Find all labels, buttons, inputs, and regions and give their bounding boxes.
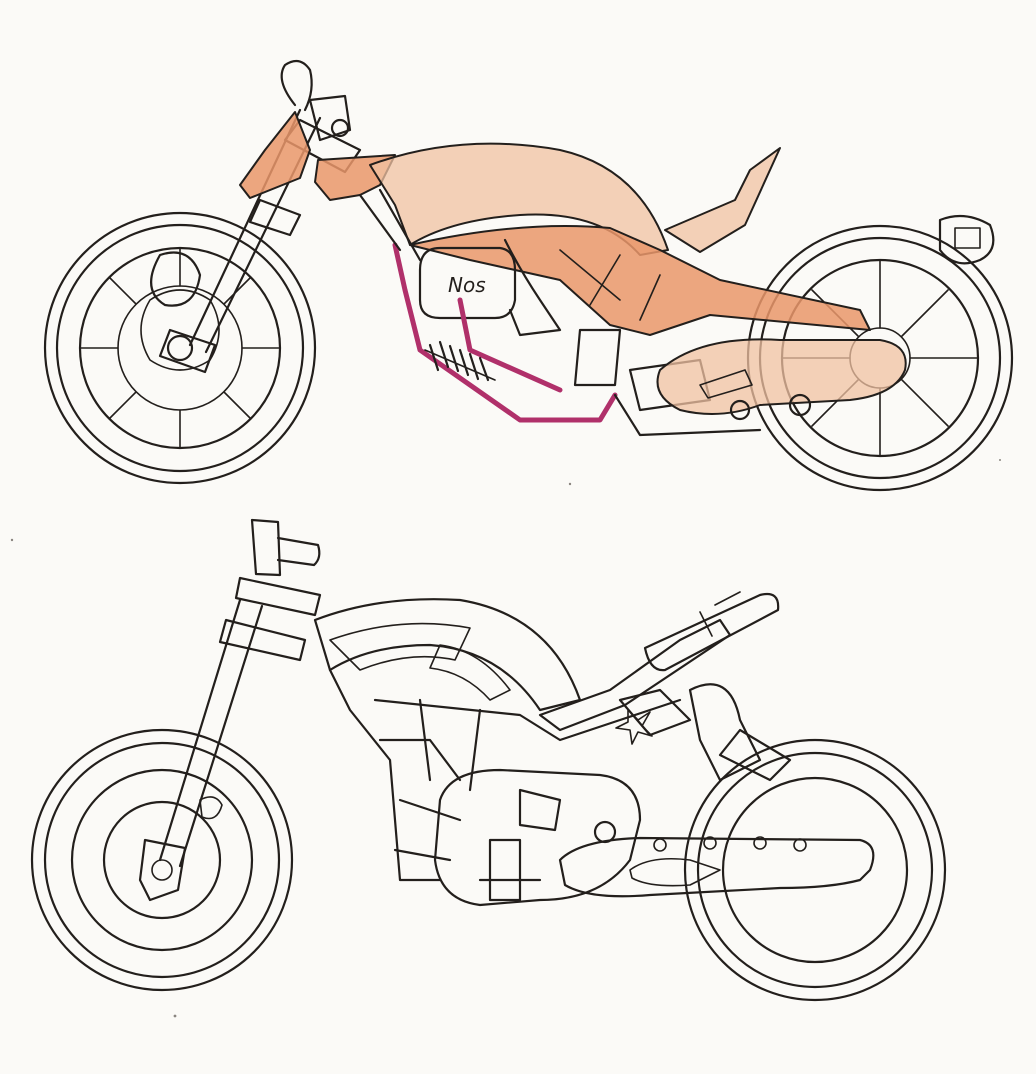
top-front-fairing [239,111,311,199]
bottom-rear-wheel [683,738,947,1002]
top-nos-label: Nos [448,273,486,297]
top-front-fork [150,108,362,374]
top-exhaust-spring [424,340,496,382]
top-tail-section [664,147,781,253]
paper-specks [10,459,1001,1018]
bottom-drive-case [478,820,875,902]
top-front-wheel [43,211,317,485]
top-drive-case [656,338,907,415]
top-motorcycle: Nos [43,59,1014,492]
top-rear-light [938,214,995,265]
bottom-front-wheel [30,728,294,992]
top-fuel-tank [369,142,669,256]
top-exhaust-pipe [392,242,618,423]
top-handlebar [280,59,352,142]
bottom-fuel-tank [313,598,582,712]
bottom-motorcycle [30,518,947,1002]
top-trellis-frame [409,225,871,336]
bottom-engine [433,683,792,907]
bottom-trellis-frame [328,668,682,882]
bottom-handlebar [250,518,321,577]
bottom-tail-section [538,591,780,732]
bottom-front-fork [138,576,322,902]
